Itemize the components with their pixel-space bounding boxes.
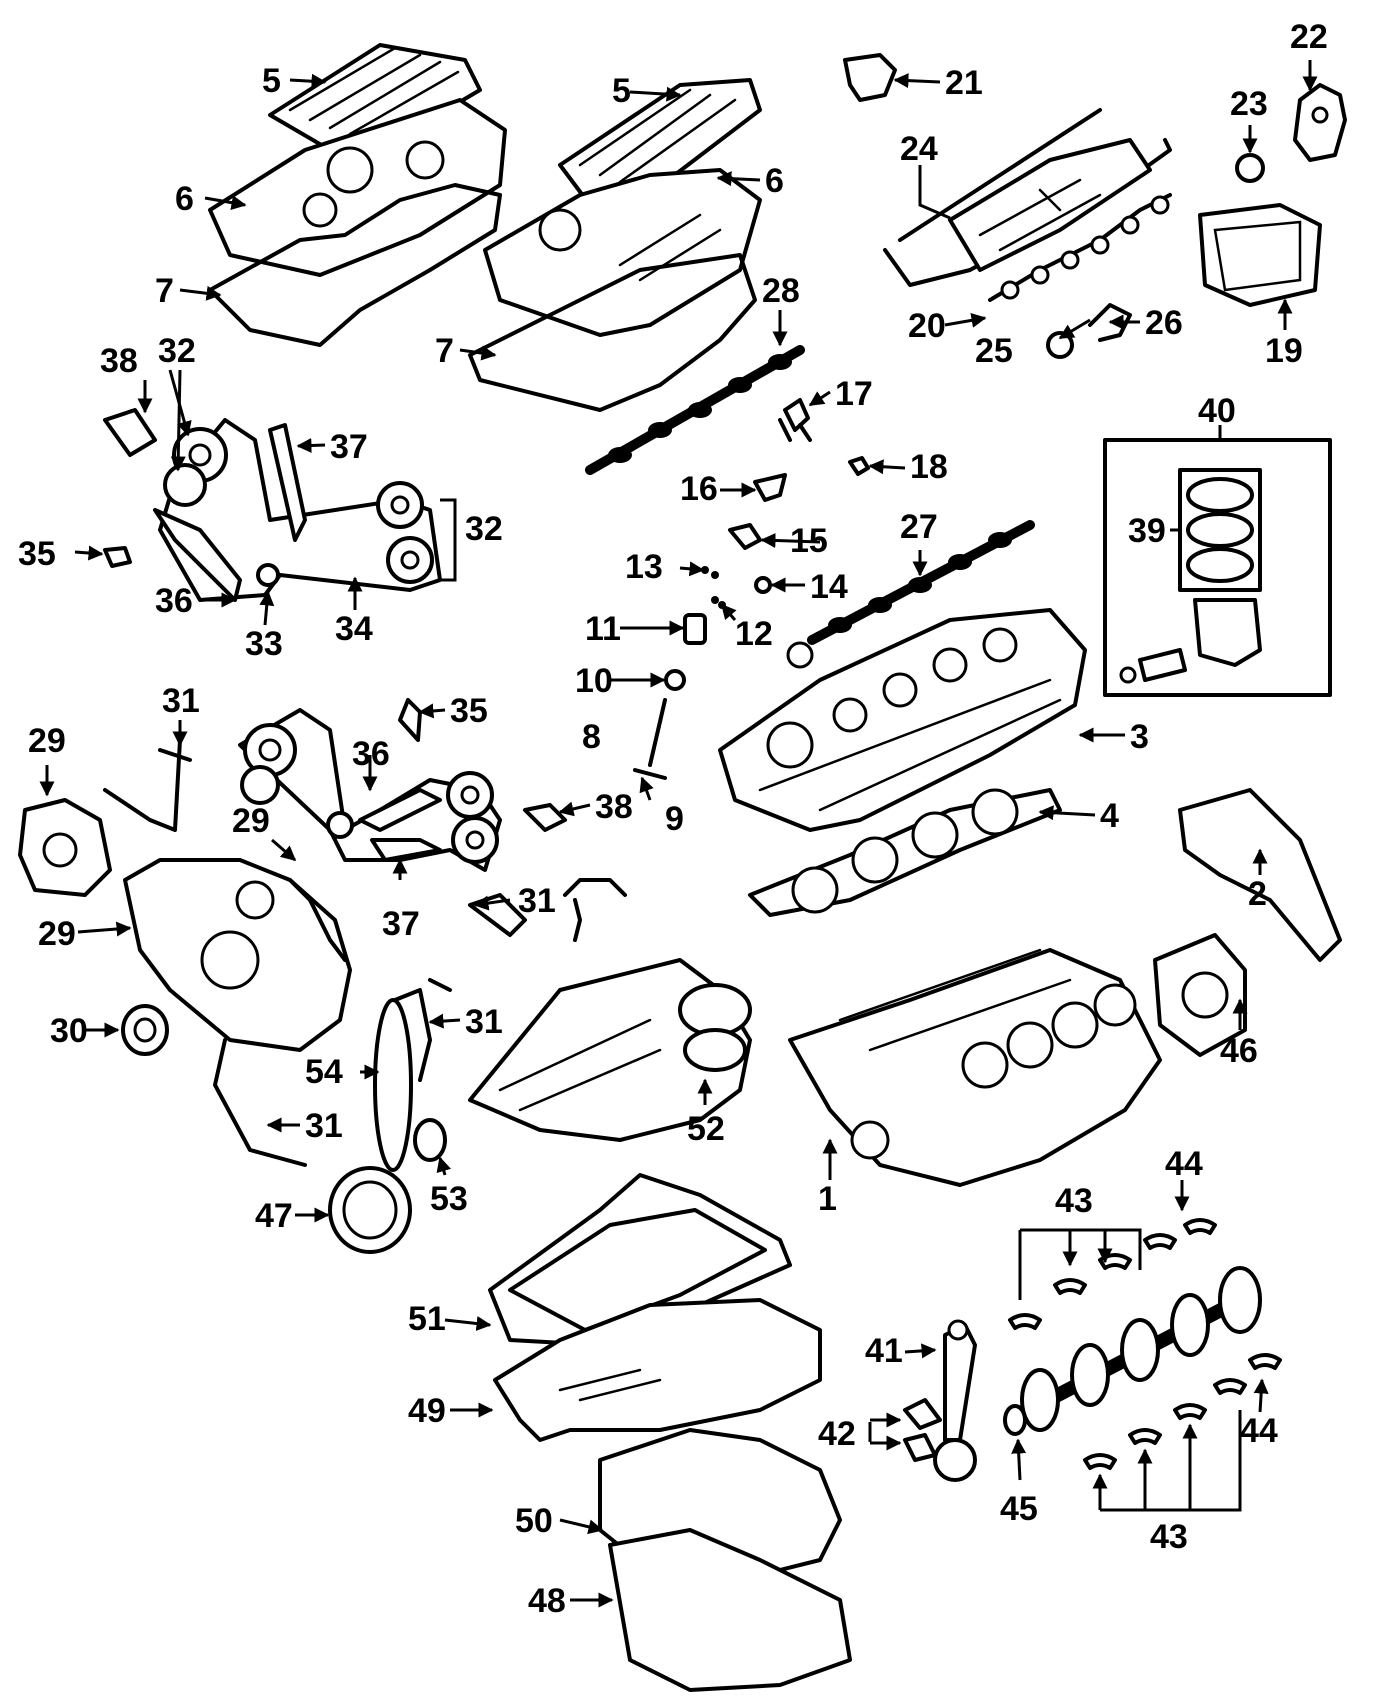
timing-chain-lower [103,698,627,942]
callout-36: 36 [155,582,193,620]
callout-7: 7 [155,272,174,310]
callout-40: 40 [1198,392,1236,430]
callout-19: 19 [1265,332,1303,370]
callout-7: 7 [435,332,454,370]
callout-26: 26 [1145,304,1183,342]
callout-32: 32 [465,510,503,548]
callout-53: 53 [430,1180,468,1218]
callout-39: 39 [1128,512,1166,550]
callout-labels: 5 5 6 6 7 7 21 22 23 24 20 25 26 19 28 1… [18,18,1328,1620]
callout-18: 18 [910,448,948,486]
callout-31: 31 [465,1003,503,1041]
callout-43: 43 [1150,1518,1188,1556]
callout-34: 34 [335,610,373,648]
callout-10: 10 [575,662,613,700]
callout-48: 48 [528,1582,566,1620]
callout-36: 36 [352,735,390,773]
callout-38: 38 [595,788,633,826]
right-valve-cover-assembly [468,78,762,412]
connecting-rod [903,1319,977,1482]
callout-6: 6 [175,180,194,218]
callout-28: 28 [762,272,800,310]
callout-22: 22 [1290,18,1328,56]
callout-30: 30 [50,1012,88,1050]
oil-pan-assembly [488,1173,852,1692]
callout-52: 52 [687,1110,725,1148]
callout-12: 12 [735,615,773,653]
callout-13: 13 [625,548,663,586]
left-valve-cover-assembly [208,43,507,347]
front-timing-cover [18,798,352,1052]
callout-5: 5 [262,62,281,100]
callout-43: 43 [1055,1182,1093,1220]
callout-41: 41 [865,1332,903,1370]
callout-51: 51 [408,1300,446,1338]
callout-2: 2 [1248,875,1267,913]
callout-21: 21 [945,64,983,102]
cylinder-head [718,608,1087,832]
callout-16: 16 [680,470,718,508]
callout-8: 8 [582,718,601,756]
callout-31: 31 [305,1107,343,1145]
callout-3: 3 [1130,718,1149,756]
callout-29: 29 [28,722,66,760]
camshafts [585,345,1035,669]
callout-14: 14 [810,568,848,606]
callout-49: 49 [408,1392,446,1430]
engine-block [788,948,1162,1187]
callout-25: 25 [975,332,1013,370]
valve-parts [633,398,870,780]
callout-31: 31 [518,882,556,920]
callout-27: 27 [900,508,938,546]
callout-35: 35 [18,535,56,573]
callout-37: 37 [330,428,368,466]
front-seal-pulley [121,978,452,1254]
callout-33: 33 [245,625,283,663]
callout-11: 11 [585,610,621,648]
callout-42: 42 [818,1415,856,1453]
callout-38: 38 [100,342,138,380]
crankshaft-assembly [1003,1218,1282,1470]
callout-24: 24 [900,130,938,168]
callout-17: 17 [835,375,873,413]
callout-29: 29 [232,802,270,840]
callout-44: 44 [1165,1145,1203,1183]
callout-15: 15 [790,522,828,560]
oil-pump [468,958,752,1142]
callout-50: 50 [515,1502,553,1540]
callout-20: 20 [908,307,946,345]
callout-54: 54 [305,1053,343,1091]
callout-6: 6 [765,162,784,200]
callout-44: 44 [1240,1412,1278,1450]
callout-31: 31 [162,682,200,720]
rear-cover [1153,788,1342,1057]
leader-lines [39,60,1318,1608]
callout-45: 45 [1000,1490,1038,1528]
callout-9: 9 [665,800,684,838]
callout-5: 5 [612,72,631,110]
callout-29: 29 [38,915,76,953]
callout-46: 46 [1220,1032,1258,1070]
head-gasket [748,788,1062,917]
callout-32: 32 [158,332,196,370]
callout-47: 47 [255,1197,293,1235]
timing-chain-upper [103,408,442,602]
variable-valve-timing-assembly [843,53,1347,359]
callout-35: 35 [450,692,488,730]
callout-37: 37 [382,905,420,943]
callout-4: 4 [1100,797,1119,835]
piston-ring-kit [1103,438,1332,697]
callout-1: 1 [818,1180,837,1218]
callout-23: 23 [1230,85,1268,123]
